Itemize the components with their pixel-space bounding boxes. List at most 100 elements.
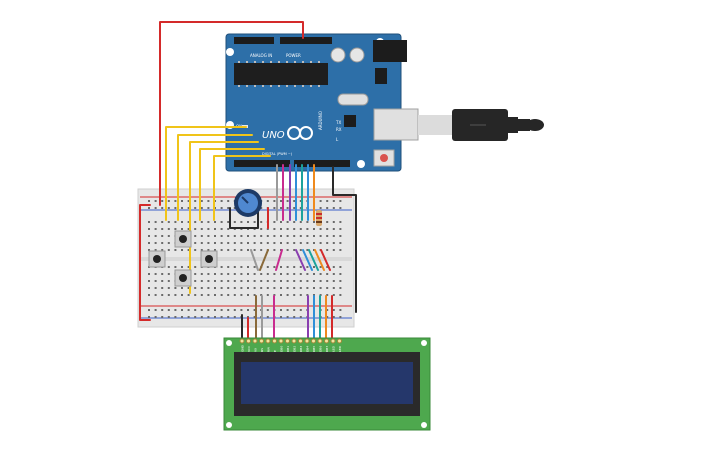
breadboard-hole [299, 207, 302, 209]
analog-label: ANALOG IN [250, 53, 272, 58]
lcd-pin[interactable] [330, 338, 336, 344]
wire-yellow-4[interactable] [199, 148, 265, 221]
hole-grid [148, 200, 342, 318]
wire-diag-magenta[interactable] [275, 249, 283, 271]
lcd-pin[interactable] [278, 338, 284, 344]
lcd-pin[interactable] [304, 338, 310, 344]
wire-diag-teal[interactable] [308, 249, 319, 271]
usb-cable[interactable] [418, 109, 544, 141]
breadboard-hole [214, 294, 216, 296]
lcd-pin[interactable] [246, 338, 251, 344]
breadboard-hole [286, 228, 289, 230]
breadboard-hole [220, 309, 223, 311]
breadboard-hole [174, 207, 177, 209]
breadboard-hole [247, 235, 249, 237]
potentiometer[interactable] [234, 189, 262, 217]
breadboard-hole [332, 242, 335, 244]
breadboard-hole [306, 242, 309, 244]
breadboard-hole [214, 235, 216, 237]
lcd-pin[interactable] [298, 338, 303, 344]
breadboard-hole [194, 294, 197, 296]
breadboard-hole [220, 294, 223, 296]
breadboard-hole [161, 294, 164, 296]
breadboard-hole [220, 242, 223, 244]
wire-pot-gnd[interactable] [229, 207, 259, 229]
wire-yellow-2[interactable] [177, 134, 253, 221]
lcd-pin[interactable] [252, 338, 258, 344]
lcd-pin[interactable] [291, 338, 297, 344]
breadboard-hole [286, 287, 289, 289]
breadboard-hole [187, 294, 190, 296]
resistor[interactable] [316, 210, 322, 226]
breadboard-hole [233, 235, 236, 237]
wire-rail-red[interactable] [139, 204, 151, 321]
breadboard-hole [313, 266, 315, 268]
breadboard-hole [207, 228, 210, 230]
breadboard-hole [161, 273, 164, 275]
lcd-pin[interactable] [337, 338, 342, 344]
breadboard-hole [207, 235, 210, 237]
breadboard-hole [339, 207, 342, 209]
breadboard-hole [253, 266, 256, 268]
breadboard-hole [181, 228, 183, 230]
breadboard-hole [240, 294, 243, 296]
breadboard-hole [227, 200, 230, 202]
lcd-pin[interactable] [317, 338, 323, 344]
breadboard-hole [174, 266, 177, 268]
breadboard-hole [339, 273, 342, 275]
breadboard-hole [253, 273, 256, 275]
crystal [337, 93, 369, 106]
breadboard-hole [194, 266, 197, 268]
breadboard-hole [247, 249, 249, 251]
wire-diag-red[interactable] [320, 249, 331, 271]
wire-gnd-black[interactable] [332, 166, 357, 259]
breadboard-hole [299, 228, 302, 230]
wire-diag-orange[interactable] [314, 249, 325, 271]
wire-diag-purple[interactable] [295, 249, 306, 271]
lcd-pin[interactable] [272, 338, 277, 344]
breadboard-hole [326, 273, 329, 275]
breadboard-hole [227, 309, 230, 311]
breadboard-hole [286, 221, 289, 223]
breadboard-hole [293, 287, 296, 289]
wire-diag-blue[interactable] [302, 249, 313, 271]
wire-diag-brown[interactable] [259, 249, 269, 271]
lcd-pin[interactable] [239, 338, 245, 344]
breadboard-hole [148, 207, 150, 209]
lcd-pin[interactable] [265, 338, 271, 344]
breadboard-hole [266, 273, 269, 275]
wire-yellow-1[interactable] [165, 126, 247, 221]
breadboard-hole [247, 221, 249, 223]
breadboard-hole [339, 309, 342, 311]
pushbutton-left[interactable] [148, 250, 166, 268]
breadboard-hole [293, 266, 296, 268]
breadboard-hole [154, 228, 157, 230]
breadboard-hole [161, 207, 164, 209]
pushbutton-right[interactable] [200, 250, 218, 268]
center-channel [140, 257, 352, 261]
breadboard-hole [247, 280, 249, 282]
reset-button-cap[interactable] [380, 154, 388, 162]
breadboard-hole [273, 273, 276, 275]
breadboard-hole [161, 309, 164, 311]
breadboard-hole [167, 266, 170, 268]
lcd-pin[interactable] [259, 338, 264, 344]
breadboard-hole [181, 316, 183, 318]
pushbutton-top[interactable] [174, 230, 192, 248]
arduino-uno-board[interactable]: ANALOG IN POWER UNO ARDUINO ON TX RX L D… [225, 33, 419, 172]
pushbutton-bottom[interactable] [174, 269, 192, 287]
breadboard-hole [247, 294, 249, 296]
wire-diag-gray[interactable] [250, 249, 259, 271]
lcd-pin[interactable] [285, 338, 290, 344]
lcd-pin[interactable] [311, 338, 316, 344]
breadboard-hole [161, 287, 164, 289]
lcd-pin-label: DB7 [325, 346, 329, 352]
wire-5v-red[interactable] [159, 21, 304, 206]
wire-yellow-5[interactable] [213, 155, 271, 221]
breadboard-hole [326, 249, 329, 251]
breadboard-hole [280, 273, 282, 275]
breadboard-hole [227, 316, 230, 318]
lcd-pin[interactable] [324, 338, 329, 344]
